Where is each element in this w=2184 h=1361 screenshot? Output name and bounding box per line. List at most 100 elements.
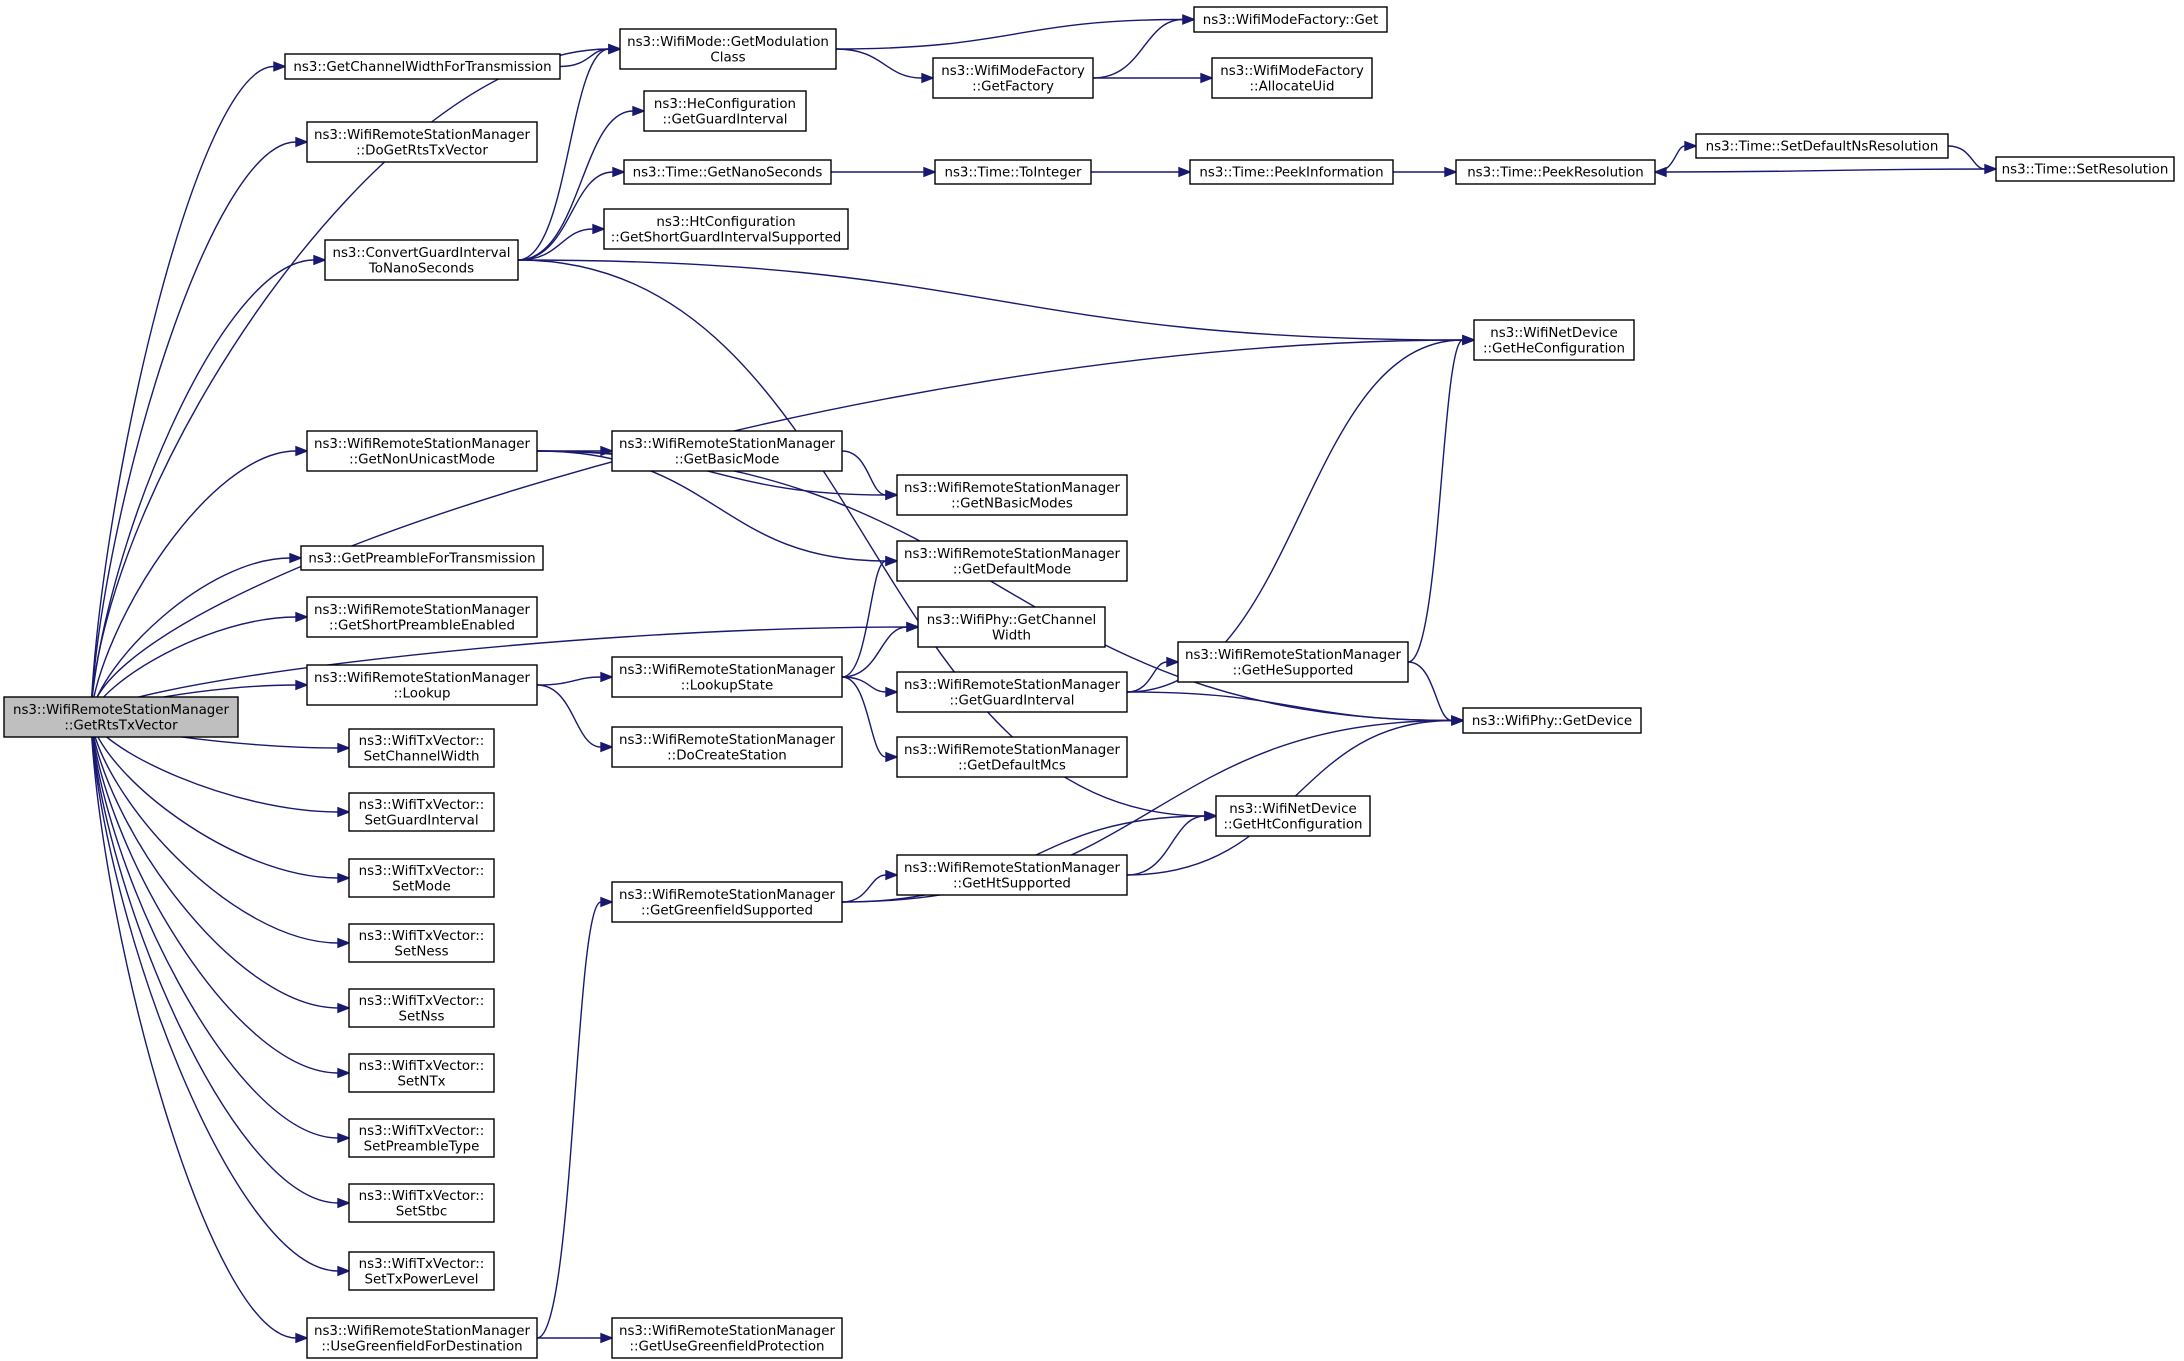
node-label-line: ns3::ConvertGuardInterval	[332, 246, 510, 261]
node-toInteger[interactable]: ns3::Time::ToInteger	[934, 159, 1092, 185]
call-edge-root-to-convertGuardInterval	[89, 254, 327, 718]
node-box	[611, 656, 843, 698]
node-label-line: SetNess	[394, 944, 448, 959]
node-getHtSupported[interactable]: ns3::WifiRemoteStationManager::GetHtSupp…	[896, 854, 1128, 896]
node-getFactory[interactable]: ns3::WifiModeFactory::GetFactory	[932, 57, 1094, 99]
edge-line	[1126, 339, 1464, 693]
call-edge-useGreenfieldForDestination-to-getUseGreenfieldProtection	[537, 1332, 614, 1344]
edge-line	[89, 716, 339, 879]
node-getDevice[interactable]: ns3::WifiPhy::GetDevice	[1462, 707, 1642, 734]
node-allocateUid[interactable]: ns3::WifiModeFactory::AllocateUid	[1211, 57, 1373, 99]
node-label-line: ns3::WifiRemoteStationManager	[314, 1324, 531, 1339]
node-getShortGuardIntervalSupported[interactable]: ns3::HtConfiguration::GetShortGuardInter…	[603, 208, 849, 250]
node-peekInformation[interactable]: ns3::Time::PeekInformation	[1189, 159, 1394, 185]
node-getNanoSeconds[interactable]: ns3::Time::GetNanoSeconds	[623, 159, 832, 185]
node-root[interactable]: ns3::WifiRemoteStationManager::GetRtsTxV…	[3, 696, 239, 738]
node-phyGetChannelWidth[interactable]: ns3::WifiPhy::GetChannelWidth	[917, 606, 1106, 648]
node-box	[348, 988, 495, 1028]
node-setResolution[interactable]: ns3::Time::SetResolution	[1995, 156, 2175, 182]
edge-line	[89, 716, 339, 1074]
node-rsmGetGuardInterval[interactable]: ns3::WifiRemoteStationManager::GetGuardI…	[896, 671, 1128, 713]
arrowhead-icon	[313, 254, 327, 266]
call-edge-convertGuardInterval-to-getShortGuardIntervalSupported	[517, 223, 606, 261]
edge-line	[835, 48, 923, 79]
node-getDefaultMode[interactable]: ns3::WifiRemoteStationManager::GetDefaul…	[896, 540, 1128, 582]
node-setTxPowerLevel[interactable]: ns3::WifiTxVector::SetTxPowerLevel	[348, 1251, 495, 1291]
arrowhead-icon	[921, 72, 935, 84]
node-lookup[interactable]: ns3::WifiRemoteStationManager::Lookup	[306, 664, 538, 706]
node-getHeSupported[interactable]: ns3::WifiRemoteStationManager::GetHeSupp…	[1177, 641, 1409, 683]
node-setNTx[interactable]: ns3::WifiTxVector::SetNTx	[348, 1053, 495, 1093]
node-label-line: ns3::WifiModeFactory	[1220, 64, 1364, 79]
call-edge-root-to-setNss	[89, 716, 351, 1014]
node-label-line: ns3::WifiPhy::GetChannel	[927, 613, 1096, 628]
node-heGetGuardInterval[interactable]: ns3::HeConfiguration::GetGuardInterval	[643, 90, 807, 132]
node-label-line: ns3::WifiRemoteStationManager	[314, 437, 531, 452]
node-label-line: ns3::WifiRemoteStationManager	[619, 437, 836, 452]
arrowhead-icon	[1200, 72, 1214, 84]
call-edge-lookupState-to-rsmGetGuardInterval	[841, 676, 899, 698]
node-label-line: ::GetFactory	[972, 79, 1054, 94]
node-getShortPreambleEnabled[interactable]: ns3::WifiRemoteStationManager::GetShortP…	[306, 596, 538, 638]
edge-line	[89, 716, 339, 1272]
node-box	[917, 606, 1106, 648]
node-box	[1211, 57, 1373, 99]
node-lookupState[interactable]: ns3::WifiRemoteStationManager::LookupSta…	[611, 656, 843, 698]
node-label-line: ns3::WifiRemoteStationManager	[13, 703, 230, 718]
node-box	[348, 1183, 495, 1223]
node-label-line: ns3::WifiTxVector::	[359, 1059, 485, 1074]
node-box	[611, 881, 843, 923]
node-setNss[interactable]: ns3::WifiTxVector::SetNss	[348, 988, 495, 1028]
node-setChannelWidth[interactable]: ns3::WifiTxVector::SetChannelWidth	[348, 728, 495, 768]
node-getUseGreenfieldProtection[interactable]: ns3::WifiRemoteStationManager::GetUseGre…	[611, 1317, 843, 1359]
node-label-line: ::DoGetRtsTxVector	[356, 143, 488, 158]
node-layer: ns3::WifiRemoteStationManager::GetRtsTxV…	[3, 6, 2175, 1359]
node-box	[1215, 795, 1371, 837]
node-doGetRtsTxVector[interactable]: ns3::WifiRemoteStationManager::DoGetRtsT…	[306, 121, 538, 163]
call-edge-lookupState-to-phyGetChannelWidth	[841, 621, 920, 678]
arrowhead-icon	[600, 896, 614, 908]
node-doCreateStation[interactable]: ns3::WifiRemoteStationManager::DoCreateS…	[611, 726, 843, 768]
node-label-line: ns3::Time::GetNanoSeconds	[633, 166, 823, 181]
node-peekResolution[interactable]: ns3::Time::PeekResolution	[1455, 159, 1656, 185]
node-getHeConfiguration[interactable]: ns3::WifiNetDevice::GetHeConfiguration	[1473, 319, 1635, 361]
arrowhead-icon	[1204, 810, 1218, 822]
node-getChannelWidthForTransmission[interactable]: ns3::GetChannelWidthForTransmission	[284, 53, 561, 80]
node-getNonUnicastMode[interactable]: ns3::WifiRemoteStationManager::GetNonUni…	[306, 430, 538, 472]
node-label-line: ::GetHeSupported	[1233, 663, 1354, 678]
node-box	[932, 57, 1094, 99]
node-getDefaultMcs[interactable]: ns3::WifiRemoteStationManager::GetDefaul…	[896, 736, 1128, 778]
call-edge-root-to-setMode	[89, 716, 351, 884]
node-getGreenfieldSupported[interactable]: ns3::WifiRemoteStationManager::GetGreenf…	[611, 881, 843, 923]
node-useGreenfieldForDestination[interactable]: ns3::WifiRemoteStationManager::UseGreenf…	[306, 1317, 538, 1359]
node-getHtConfiguration[interactable]: ns3::WifiNetDevice::GetHtConfiguration	[1215, 795, 1371, 837]
node-label-line: ::UseGreenfieldForDestination	[321, 1339, 522, 1354]
node-setStbc[interactable]: ns3::WifiTxVector::SetStbc	[348, 1183, 495, 1223]
arrowhead-icon	[295, 136, 309, 148]
node-setDefaultNsResolution[interactable]: ns3::Time::SetDefaultNsResolution	[1695, 133, 1949, 159]
node-getNBasicModes[interactable]: ns3::WifiRemoteStationManager::GetNBasic…	[896, 474, 1128, 516]
node-setNess[interactable]: ns3::WifiTxVector::SetNess	[348, 923, 495, 963]
node-setMode[interactable]: ns3::WifiTxVector::SetMode	[348, 858, 495, 898]
node-label-line: ToNanoSeconds	[368, 261, 474, 276]
edge-line	[89, 716, 339, 1139]
call-edge-getNanoSeconds-to-toInteger	[830, 166, 937, 178]
call-edge-peekInformation-to-peekResolution	[1392, 166, 1458, 178]
node-setGuardInterval[interactable]: ns3::WifiTxVector::SetGuardInterval	[348, 792, 495, 832]
node-label-line: ::AllocateUid	[1250, 79, 1335, 94]
node-label-line: ::GetShortPreambleEnabled	[329, 618, 515, 633]
node-box	[348, 792, 495, 832]
node-box	[284, 53, 561, 80]
node-getPreambleForTransmission[interactable]: ns3::GetPreambleForTransmission	[300, 545, 544, 571]
node-setPreambleType[interactable]: ns3::WifiTxVector::SetPreambleType	[348, 1118, 495, 1158]
node-factoryGet[interactable]: ns3::WifiModeFactory::Get	[1193, 6, 1388, 33]
node-label-line: ns3::WifiRemoteStationManager	[619, 663, 836, 678]
arrowhead-icon	[1178, 166, 1192, 178]
node-label-line: ns3::Time::PeekResolution	[1467, 166, 1644, 181]
arrowhead-icon	[592, 223, 606, 235]
call-edge-lookupState-to-getDefaultMode	[841, 555, 899, 678]
node-getBasicMode[interactable]: ns3::WifiRemoteStationManager::GetBasicM…	[611, 430, 843, 472]
arrowhead-icon	[337, 806, 351, 818]
